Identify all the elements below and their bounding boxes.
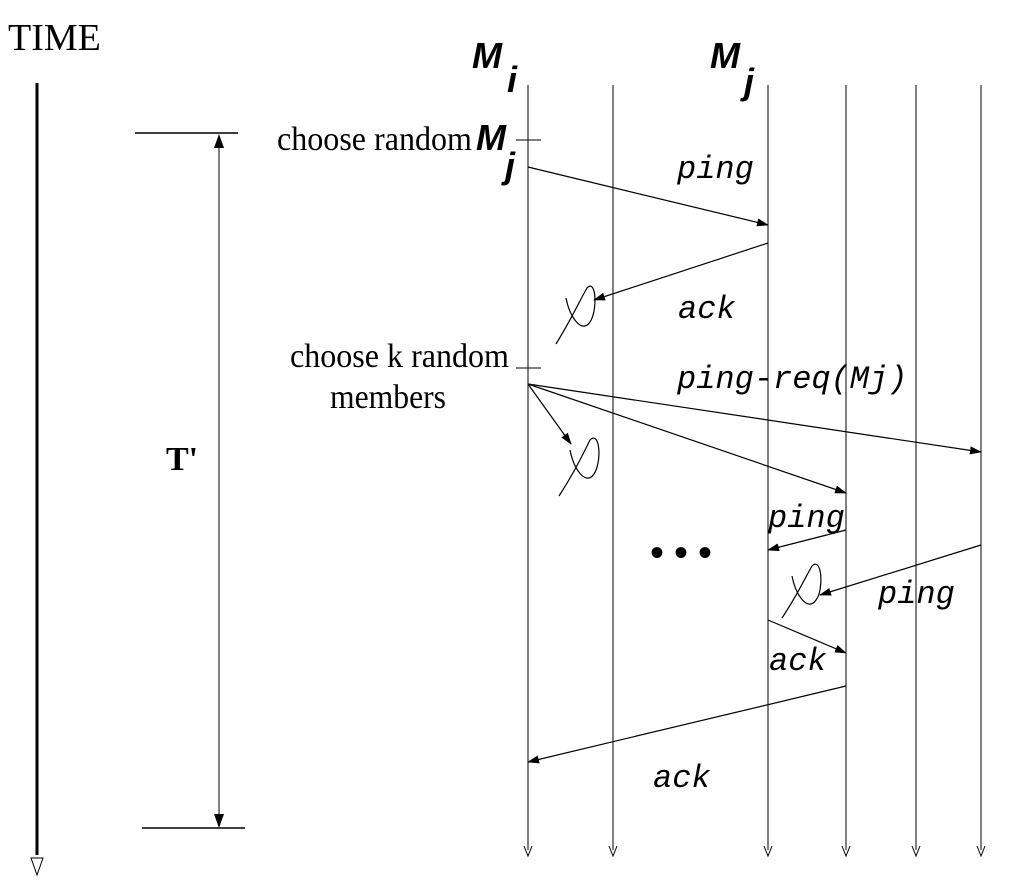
message-ping-indirect-1-label: ping bbox=[767, 500, 845, 537]
message-ack-final-arrow bbox=[527, 685, 847, 764]
message-ping-indirect-2-label: ping bbox=[877, 576, 955, 613]
message-ack-arrow bbox=[593, 242, 769, 301]
ellipsis-more-members: ••• bbox=[650, 530, 722, 575]
message-ping-label: ping bbox=[676, 151, 754, 188]
lifeline-mj-arrow bbox=[763, 845, 773, 858]
member-mi-letter: M bbox=[472, 35, 503, 76]
lifeline-mi-arrow bbox=[523, 845, 533, 858]
message-ack-indirect-label: ack bbox=[769, 643, 827, 680]
lifeline-member-4-arrow bbox=[841, 845, 851, 858]
step-choose-k-line2: members bbox=[330, 379, 446, 416]
time-axis-label: TIME bbox=[8, 17, 101, 59]
period-label: T' bbox=[166, 441, 198, 478]
message-ping-indirect-1-arrow bbox=[767, 529, 847, 552]
lifeline-member-6-arrow bbox=[976, 845, 986, 858]
step-choose-random-member-letter: M bbox=[476, 117, 507, 158]
ping-req-arrow-member-6 bbox=[527, 383, 982, 455]
member-mi-subscript: i bbox=[507, 59, 518, 100]
step-choose-random-member-subscript: j bbox=[501, 145, 516, 186]
loss-mark-ping-req bbox=[558, 437, 600, 497]
message-ping-arrow bbox=[527, 166, 769, 227]
member-mj-letter: M bbox=[710, 35, 741, 76]
period-arrow-up bbox=[214, 134, 224, 148]
member-mj-subscript: j bbox=[740, 61, 755, 102]
ping-req-arrow-member-4 bbox=[527, 383, 847, 494]
loss-mark-ack bbox=[555, 285, 596, 345]
step-choose-random-label: choose random bbox=[277, 121, 472, 158]
message-ack-indirect-arrow bbox=[767, 619, 847, 654]
lifeline-member-5-arrow bbox=[911, 845, 921, 858]
ping-req-arrow-member-2 bbox=[527, 383, 572, 445]
message-ping-req-label: ping-req(Mj) bbox=[676, 361, 907, 398]
member-lifelines bbox=[523, 85, 986, 858]
message-ack-label: ack bbox=[678, 291, 736, 328]
period-arrow-down bbox=[214, 814, 224, 828]
message-ack-final-label: ack bbox=[653, 760, 711, 797]
lifeline-member-2-arrow bbox=[608, 845, 618, 858]
step-choose-k-line1: choose k random bbox=[290, 338, 509, 375]
loss-mark-ping-indirect-2 bbox=[781, 563, 822, 619]
time-axis-arrowhead bbox=[30, 857, 44, 877]
message-ping-indirect-2-arrow bbox=[819, 544, 982, 596]
